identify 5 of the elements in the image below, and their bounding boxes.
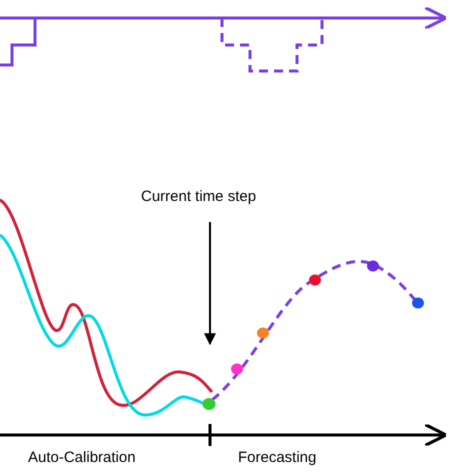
axis-label: Forecasting (238, 449, 316, 466)
axis-label: Auto-Calibration (28, 449, 136, 466)
annotation-text: Current time step (141, 188, 256, 205)
current-point-dot (202, 398, 216, 410)
leader-arrow (204, 222, 216, 346)
